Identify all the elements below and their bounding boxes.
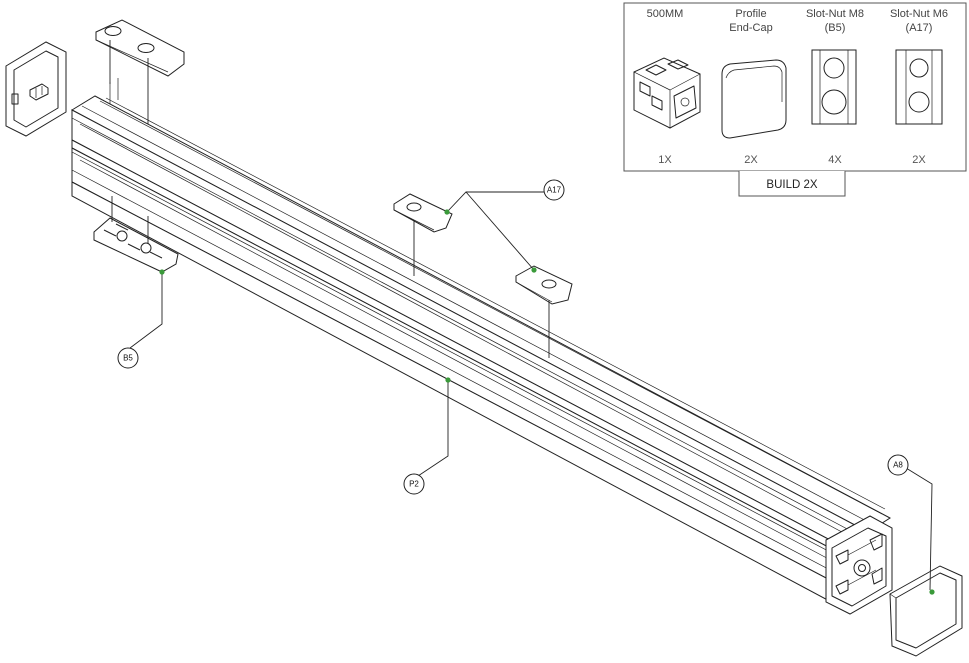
part-qty-profile: 1X <box>658 154 672 166</box>
part-qty-m6: 2X <box>912 154 926 166</box>
slot-nut-b5 <box>93 196 179 273</box>
part-name-m8-line2: (B5) <box>825 22 846 34</box>
slot-nut-top-left <box>95 19 185 124</box>
callout-b5-label: B5 <box>123 354 133 363</box>
slot-nut-a17-upper <box>393 193 453 276</box>
part-name-endcap-line2: End-Cap <box>729 22 772 34</box>
part-name-endcap-line1: Profile <box>735 8 766 20</box>
callout-leaders <box>129 191 933 591</box>
callout-p2: P2 <box>403 473 425 495</box>
part-qty-endcap: 2X <box>744 154 758 166</box>
part-qty-m8: 4X <box>828 154 842 166</box>
part-name-profile: 500MM <box>647 8 684 20</box>
callout-dots <box>159 209 935 595</box>
callout-b5: B5 <box>117 347 139 369</box>
build-label: BUILD 2X <box>766 179 817 191</box>
part-name-m6-line1: Slot-Nut M6 <box>890 8 948 20</box>
callout-a17: A17 <box>543 179 565 201</box>
callout-dot-a8 <box>929 589 935 595</box>
profile-end-section <box>825 515 893 615</box>
callout-a8-label: A8 <box>893 461 903 470</box>
callout-dot-a17-upper <box>444 209 450 215</box>
slot-nut-m8-icon <box>811 49 857 125</box>
callout-a17-label: A17 <box>547 186 562 195</box>
part-name-m6-line2: (A17) <box>906 22 933 34</box>
parts-table: BUILD 2X 500MM 1X Profile End-Cap 2X Slo… <box>623 2 967 197</box>
callout-dot-p2 <box>445 377 451 383</box>
aluminum-profile <box>70 78 891 613</box>
end-cap-right <box>889 565 963 657</box>
profile-500mm-icon <box>633 57 701 129</box>
callout-p2-label: P2 <box>409 480 419 489</box>
end-cap-icon <box>721 59 787 139</box>
part-name-m8-line1: Slot-Nut M8 <box>806 8 864 20</box>
end-cap-left <box>5 41 67 137</box>
callout-dot-b5 <box>159 269 165 275</box>
callout-dot-a17-lower <box>531 267 537 273</box>
callout-a8: A8 <box>887 454 909 476</box>
slot-nut-a17-lower <box>515 265 573 358</box>
slot-nut-m6-icon <box>895 49 943 125</box>
